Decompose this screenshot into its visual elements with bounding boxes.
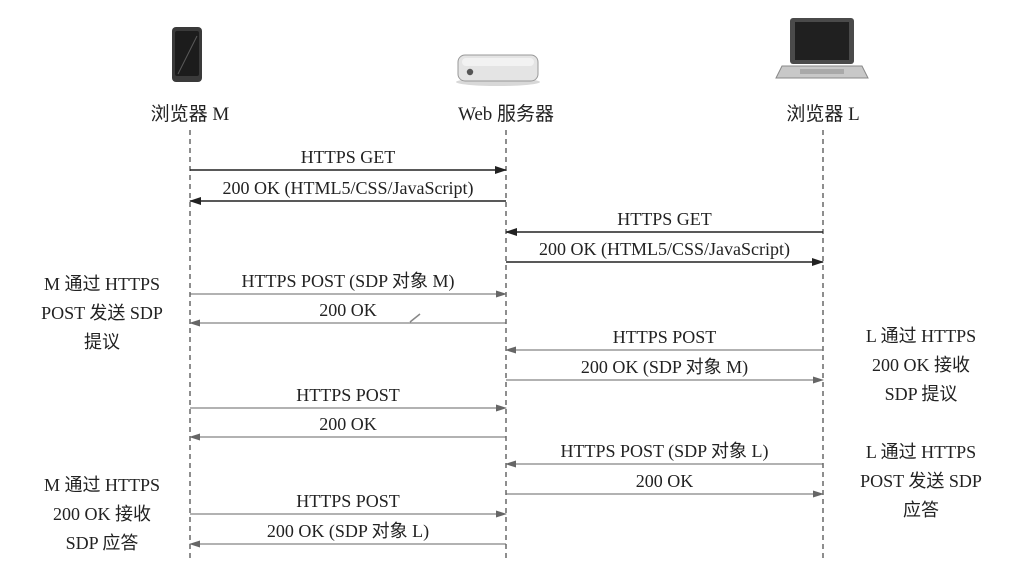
note-line: M 通过 HTTPS	[44, 274, 160, 294]
phone-icon	[172, 27, 202, 82]
message-label: 200 OK (HTML5/CSS/JavaScript)	[539, 239, 790, 260]
actor-label-web-server: Web 服务器	[458, 103, 554, 125]
message-label: 200 OK	[319, 300, 377, 320]
message-label: HTTPS POST	[296, 491, 400, 511]
actor-label-browser-l: 浏览器 L	[786, 103, 859, 125]
message-group: HTTPS GET 200 OK (HTML5/CSS/JavaScript) HT…	[189, 147, 824, 548]
message-label: 200 OK (SDP 对象 M)	[581, 357, 748, 378]
note-l-receive-offer: L 通过 HTTPS 200 OK 接收 SDP 提议	[866, 326, 976, 404]
note-line: 200 OK 接收	[872, 355, 970, 375]
note-line: 200 OK 接收	[53, 504, 151, 524]
note-line: L 通过 HTTPS	[866, 326, 976, 346]
message-label: HTTPS POST (SDP 对象 L)	[560, 441, 768, 462]
message-label: 200 OK	[636, 471, 694, 491]
pencil-mark	[409, 313, 421, 323]
message-label: HTTPS GET	[301, 147, 396, 167]
laptop-icon	[775, 18, 869, 79]
note-line: 应答	[903, 500, 939, 520]
note-l-send-answer: L 通过 HTTPS POST 发送 SDP 应答	[860, 442, 982, 520]
message-label: 200 OK (HTML5/CSS/JavaScript)	[223, 178, 474, 199]
note-line: L 通过 HTTPS	[866, 442, 976, 462]
message-label: HTTPS GET	[617, 209, 712, 229]
message-label: HTTPS POST	[296, 385, 400, 405]
message-label: HTTPS POST (SDP 对象 M)	[241, 271, 454, 292]
server-icon	[456, 54, 540, 86]
note-m-send-offer: M 通过 HTTPS POST 发送 SDP 提议	[41, 274, 163, 352]
note-line: SDP 应答	[66, 533, 139, 553]
note-m-receive-answer: M 通过 HTTPS 200 OK 接收 SDP 应答	[44, 475, 160, 553]
note-group: M 通过 HTTPS POST 发送 SDP 提议 L 通过 HTTPS 200 OK …	[41, 274, 982, 553]
note-line: POST 发送 SDP	[41, 303, 163, 323]
message-label: HTTPS POST	[613, 327, 717, 347]
actor-label-browser-m: 浏览器 M	[151, 103, 230, 125]
note-line: SDP 提议	[885, 384, 958, 404]
message-label: 200 OK (SDP 对象 L)	[267, 521, 429, 542]
note-line: 提议	[84, 332, 120, 352]
note-line: M 通过 HTTPS	[44, 475, 160, 495]
note-line: POST 发送 SDP	[860, 471, 982, 491]
message-label: 200 OK	[319, 414, 377, 434]
